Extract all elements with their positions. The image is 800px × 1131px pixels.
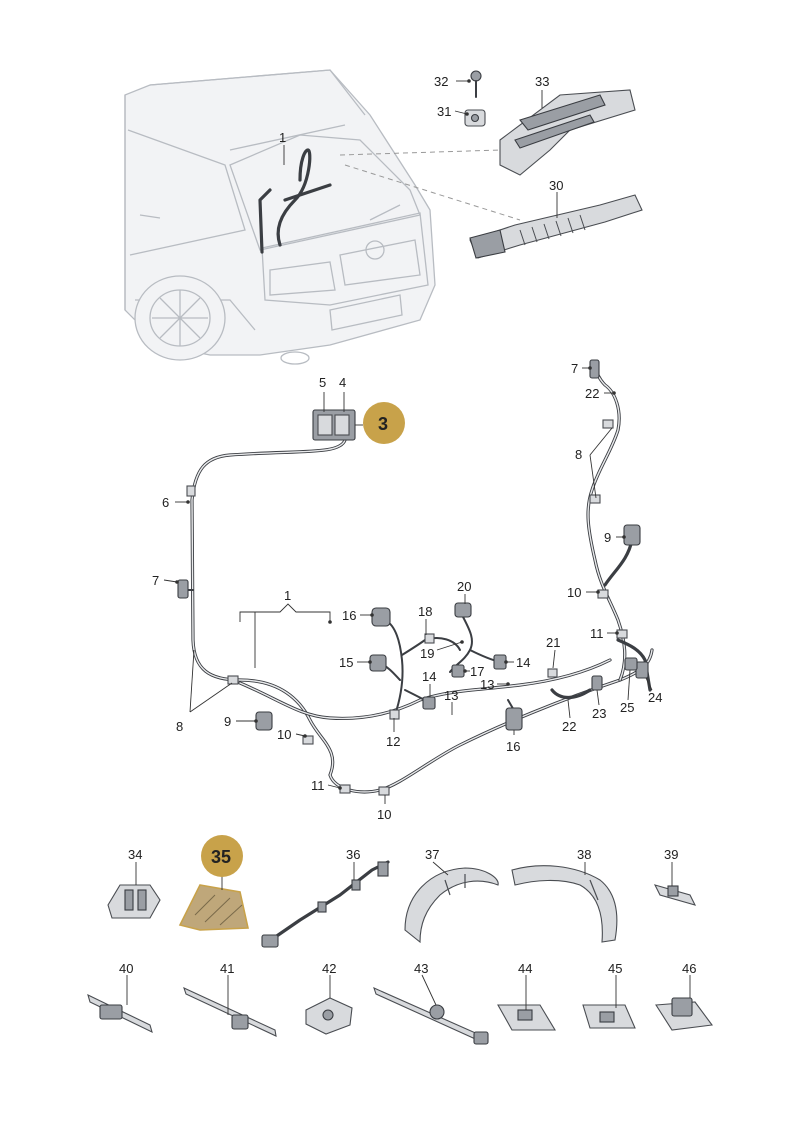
callout-11-right: 11 [590, 626, 604, 641]
part-44-clip [497, 1004, 556, 1031]
part-43-cable-tie [373, 986, 489, 1045]
callout-13-right: 13 [480, 677, 494, 692]
callout-22-top: 22 [585, 386, 599, 401]
callout-15: 15 [339, 655, 353, 670]
callout-40: 40 [119, 961, 133, 976]
part-46-clip [655, 997, 714, 1031]
callout-43: 43 [414, 961, 428, 976]
callout-33: 33 [535, 74, 549, 89]
callout-44: 44 [518, 961, 532, 976]
callout-18: 18 [418, 604, 432, 619]
bracket-33 [499, 89, 636, 176]
part-39-clip [653, 884, 697, 906]
callout-1-bracket: 1 [284, 588, 291, 603]
callout-badge-3: 3 [363, 402, 405, 444]
callout-24: 24 [648, 690, 662, 705]
callout-8-left: 8 [176, 719, 183, 734]
callout-45: 45 [608, 961, 622, 976]
callout-20: 20 [457, 579, 471, 594]
main-wiring-harness [184, 363, 654, 794]
callout-23: 23 [592, 706, 606, 721]
callout-19: 19 [420, 646, 434, 661]
callout-12: 12 [386, 734, 400, 749]
callout-17: 17 [470, 664, 484, 679]
callout-11-left: 11 [311, 778, 325, 793]
connector-blocks [177, 359, 649, 796]
callout-13-center: 13 [444, 688, 458, 703]
callout-25: 25 [620, 700, 634, 715]
callout-21: 21 [546, 635, 560, 650]
callout-16-bottom: 16 [506, 739, 520, 754]
part-36-cable-strip [261, 860, 390, 948]
callout-7-top: 7 [571, 361, 578, 376]
callout-35: 35 [211, 847, 231, 867]
grommet-tube-30 [469, 194, 643, 259]
callout-5: 5 [319, 375, 326, 390]
callout-4: 4 [339, 375, 346, 390]
callout-46: 46 [682, 961, 696, 976]
callout-9-left: 9 [224, 714, 231, 729]
callout-16-top: 16 [342, 608, 356, 623]
callout-10-right: 10 [567, 585, 581, 600]
part-37-wheelarch-liner [404, 867, 499, 944]
callout-1-top: 1 [279, 130, 286, 145]
callout-31: 31 [437, 104, 451, 119]
callout-7-left: 7 [152, 573, 159, 588]
callout-3: 3 [378, 414, 388, 434]
car-illustration [124, 69, 521, 365]
callout-10-left: 10 [277, 727, 291, 742]
callout-34: 34 [128, 847, 142, 862]
callout-22-bottom: 22 [562, 719, 576, 734]
part-41-cable-tie [183, 986, 277, 1037]
callout-9-right: 9 [604, 530, 611, 545]
callout-38: 38 [577, 847, 591, 862]
part-34-holder [107, 884, 161, 919]
callout-37: 37 [425, 847, 439, 862]
clip-31 [464, 109, 486, 127]
part-42-holder [305, 997, 353, 1035]
callout-36: 36 [346, 847, 360, 862]
callout-8-right: 8 [575, 447, 582, 462]
callout-39: 39 [664, 847, 678, 862]
callout-14-right: 14 [516, 655, 530, 670]
callout-42: 42 [322, 961, 336, 976]
part-40-cable-tie [87, 993, 153, 1034]
callout-14-lower: 14 [422, 669, 436, 684]
callout-32: 32 [434, 74, 448, 89]
callout-6: 6 [162, 495, 169, 510]
callout-10-bottom: 10 [377, 807, 391, 822]
callout-30: 30 [549, 178, 563, 193]
part-45-clip [582, 1004, 636, 1029]
callout-41: 41 [220, 961, 234, 976]
part-35-insulation-pad [178, 884, 249, 931]
part-38-wheelarch-liner [511, 865, 618, 943]
screw-32 [470, 70, 482, 98]
harness-callouts: 5 4 7 22 8 6 9 7 10 1 20 16 [152, 361, 662, 822]
